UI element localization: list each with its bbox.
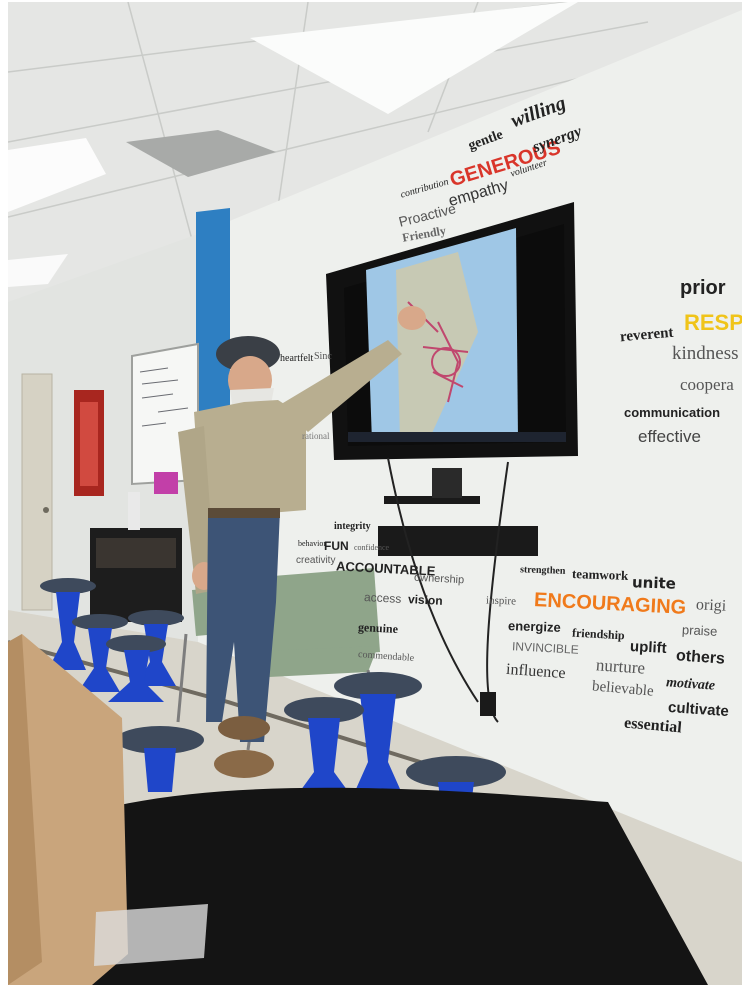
wall-word: INVINCIBLE: [511, 639, 580, 657]
door: [21, 373, 53, 611]
ceiling: [8, 2, 742, 302]
wall-word: kindness: [672, 343, 739, 364]
wall-word: genuine: [357, 619, 399, 637]
av-shelf-lower: [378, 526, 538, 556]
ceiling-light: [8, 138, 106, 212]
sanitizer-bottle: [128, 492, 140, 530]
wall-word: nurture: [595, 655, 646, 678]
wall-word: strengthen: [519, 564, 566, 577]
wall-word: rational: [302, 431, 330, 441]
jeans: [206, 510, 280, 742]
wall-word: access: [363, 590, 402, 606]
classroom-photo: gentle willing GENEROUS synergy contribu…: [8, 2, 742, 985]
bookshelf-shelf: [96, 538, 176, 568]
ceiling-light: [8, 254, 68, 287]
stool: [40, 578, 96, 670]
av-device: [432, 468, 462, 498]
wall-word: Sinc: [314, 351, 332, 362]
door-handle: [43, 507, 49, 513]
wall-word: vision: [407, 592, 444, 608]
wall-word: confidence: [354, 543, 390, 552]
wall-word: praise: [681, 622, 718, 639]
map-roads: [407, 301, 469, 403]
cardboard-flap: [8, 634, 42, 985]
whiteboard-writing: [139, 367, 189, 427]
wall-word: unite: [631, 573, 677, 593]
stool: [334, 672, 422, 798]
raised-arm: [278, 340, 402, 432]
presenter: [178, 306, 426, 778]
scene-illustration: [8, 2, 742, 985]
shirt: [194, 400, 306, 518]
outlet-plug: [480, 692, 496, 716]
taskbar: [348, 432, 566, 442]
wall-word: creativity: [296, 555, 336, 566]
pink-box: [154, 472, 178, 494]
plastic-bag: [94, 904, 208, 966]
stool: [116, 726, 204, 792]
wall-word: FUN: [324, 539, 349, 553]
fire-cabinet-glass: [80, 402, 98, 486]
wall-word: friendship: [571, 625, 626, 643]
wall-word: coopera: [680, 375, 734, 394]
wall-word: energize: [507, 618, 561, 635]
wall-word: cultivate: [667, 698, 730, 721]
ceiling-light: [250, 2, 578, 114]
wall-word: prior: [680, 277, 726, 299]
ceiling-vent: [126, 130, 276, 177]
left-arm: [178, 426, 216, 594]
wall-word: teamwork: [571, 566, 629, 583]
wall-word: inspire: [485, 594, 517, 608]
stool: [106, 635, 166, 702]
wall-word: others: [675, 647, 726, 668]
boot: [214, 750, 274, 778]
belt: [208, 508, 280, 518]
map-land: [396, 252, 478, 442]
wall-word: RESP: [684, 310, 742, 335]
wall-word: integrity: [334, 521, 371, 532]
black-tarp: [48, 787, 708, 985]
wall-word: behavior: [298, 539, 326, 548]
stool: [284, 697, 364, 794]
hand: [398, 306, 426, 330]
wall-word: communication: [624, 405, 721, 420]
wall-word: uplift: [629, 638, 668, 657]
boot: [218, 716, 270, 740]
av-shelf: [384, 496, 480, 504]
stools: [40, 578, 506, 814]
wall-word: effective: [638, 427, 702, 446]
wall-word: origi: [695, 596, 727, 615]
wall-word: heartfelt: [280, 353, 314, 364]
